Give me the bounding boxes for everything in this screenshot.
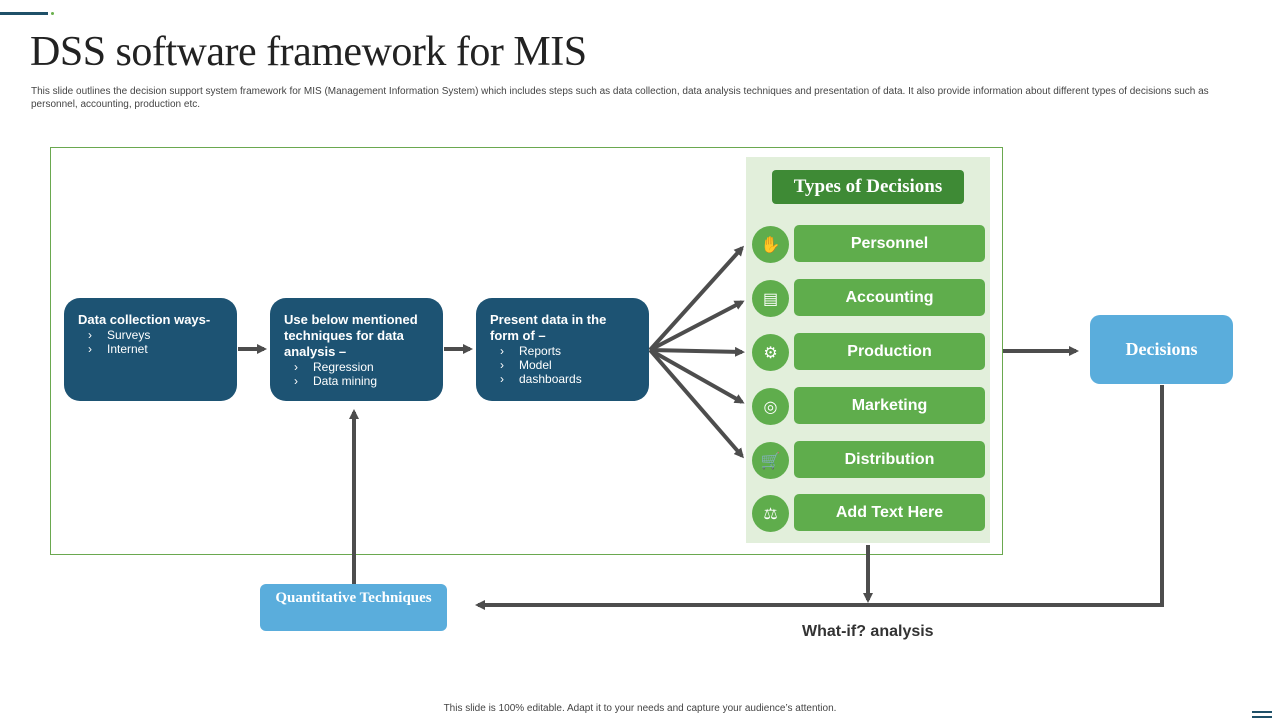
accounting-document-icon: ▤ [752, 280, 789, 317]
decision-item-add-text: ⚖ Add Text Here [752, 494, 986, 532]
framework-frame [50, 147, 1003, 555]
decision-item-distribution: 🛒 Distribution [752, 441, 986, 479]
decision-label: Add Text Here [794, 494, 985, 531]
marketing-target-icon: ◎ [752, 388, 789, 425]
collection-item: Internet [88, 342, 223, 356]
arrow-to-accounting [649, 300, 745, 352]
decision-label: Production [794, 333, 985, 370]
person-cart-icon: 🛒 [752, 442, 789, 479]
arrow-to-production [649, 346, 745, 357]
gear-cycle-icon: ⚙ [752, 334, 789, 371]
arrow-to-marketing [649, 348, 745, 404]
analysis-item: Data mining [294, 374, 437, 388]
decision-item-marketing: ◎ Marketing [752, 387, 986, 425]
slide-title: DSS software framework for MIS [30, 29, 587, 75]
decisions-box: Decisions [1090, 315, 1233, 384]
data-collection-heading: Data collection ways- [78, 312, 211, 327]
balance-scale-icon: ⚖ [752, 495, 789, 532]
presentation-item: Reports [500, 344, 635, 358]
collection-item: Surveys [88, 328, 223, 342]
decision-item-personnel: ✋ Personnel [752, 225, 986, 263]
arrow-to-distribution [648, 348, 744, 459]
decision-item-production: ⚙ Production [752, 333, 986, 371]
presentation-item: Model [500, 358, 635, 372]
decision-label: Personnel [794, 225, 985, 262]
slide-subtitle: This slide outlines the decision support… [31, 86, 1209, 110]
decision-types-heading: Types of Decisions [772, 170, 964, 204]
data-analysis-box: Use below mentioned techniques for data … [270, 298, 443, 401]
hand-people-icon: ✋ [752, 226, 789, 263]
menu-icon[interactable] [1252, 711, 1272, 718]
what-if-analysis-label: What-if? analysis [802, 623, 934, 640]
arrow-to-personnel [648, 245, 745, 352]
data-presentation-box: Present data in the form of – Reports Mo… [476, 298, 649, 401]
data-analysis-heading: Use below mentioned techniques for data … [284, 312, 418, 359]
slide-footer: This slide is 100% editable. Adapt it to… [443, 703, 837, 714]
decision-item-accounting: ▤ Accounting [752, 279, 986, 317]
analysis-item: Regression [294, 360, 437, 374]
top-accent-line [0, 12, 48, 15]
data-collection-box: Data collection ways- Surveys Internet [64, 298, 237, 401]
presentation-item: dashboards [500, 372, 635, 386]
decision-label: Distribution [794, 441, 985, 478]
decision-label: Accounting [794, 279, 985, 316]
decision-label: Marketing [794, 387, 985, 424]
quantitative-techniques-box: Quantitative Techniques [260, 584, 447, 631]
top-accent-dot [51, 12, 54, 15]
data-presentation-heading: Present data in the form of – [490, 312, 607, 343]
